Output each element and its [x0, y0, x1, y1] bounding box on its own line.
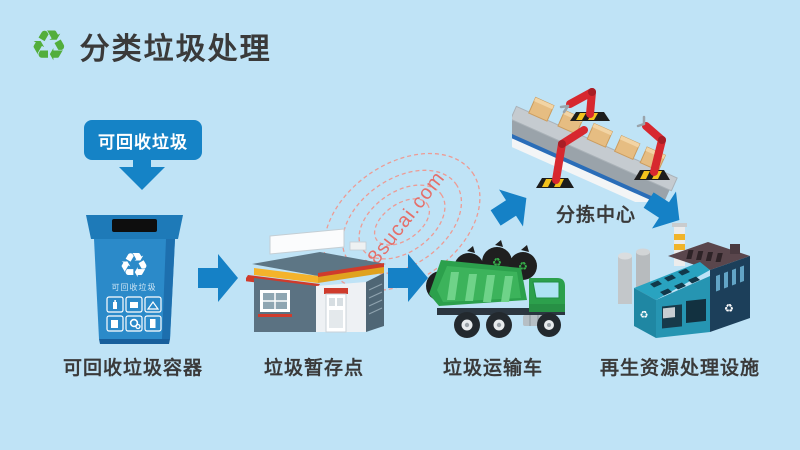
bin-material-icons [111, 300, 160, 330]
hanger-icon [146, 300, 160, 310]
arrow-down-icon [119, 158, 165, 190]
recyclable-tag: 可回收垃圾 [84, 120, 202, 160]
facility-recycle-icon: ♻ [724, 303, 734, 315]
svg-text:♻: ♻ [518, 261, 528, 273]
robot-arm [536, 126, 588, 188]
bottle-icon [113, 302, 117, 309]
arrow-down-right-icon [633, 179, 696, 241]
sorting-node-label: 分拣中心 [555, 205, 636, 226]
roof-vents [686, 250, 723, 262]
door-header [324, 288, 348, 294]
storage-building-illustration [246, 228, 386, 333]
side-wall-lines [368, 283, 383, 315]
chimney [672, 223, 687, 266]
gear-icon [129, 318, 139, 328]
robot-arm [559, 88, 610, 121]
header: ♻ 分类垃圾处理 [30, 24, 272, 68]
page-title: 分类垃圾处理 [79, 33, 272, 66]
roof-skylights [650, 268, 700, 296]
svg-text:♻: ♻ [492, 257, 502, 269]
facility-doors [662, 298, 706, 329]
recycle-logo-icon: ♻ [30, 22, 68, 69]
facility-node-label: 再生资源处理设施 [599, 358, 760, 379]
watermark: 88sucai.com [312, 150, 492, 295]
truck-node-label: 垃圾运输车 [442, 358, 543, 379]
windshield [532, 281, 560, 299]
recyclable-tag-label: 可回收垃圾 [98, 132, 188, 152]
facility-recycle-icon: ♻ [640, 310, 649, 321]
sorting-center-illustration [512, 88, 678, 202]
arrow-up-right-icon [480, 177, 543, 239]
storage-node-label: 垃圾暂存点 [263, 358, 364, 379]
recycling-facility-illustration: ♻ ♻ [618, 223, 750, 338]
bed-slats [447, 272, 513, 302]
truck-wheels [454, 312, 561, 338]
paper-icon [111, 320, 118, 328]
bin-front-label: 可回收垃圾 [112, 282, 157, 292]
bin-node-label: 可回收垃圾容器 [62, 358, 203, 379]
robot-arm [634, 115, 670, 180]
arrow-right-icon [198, 254, 238, 302]
bin-slot [112, 219, 157, 232]
arrow-right-icon [388, 254, 428, 302]
tower-windows [716, 265, 744, 292]
bin-material-grid [106, 296, 162, 332]
box-icon [130, 302, 138, 308]
bin-recycle-icon: ♻ [119, 247, 149, 285]
conveyor-belt [512, 96, 678, 202]
garbage-truck-illustration: ♻ ♻ ♻ ♻ [426, 240, 565, 338]
watermark-rings: 88sucai.com [323, 152, 481, 292]
roof-sign [269, 228, 345, 255]
can-icon [150, 319, 156, 328]
roof-vent [349, 241, 367, 251]
recycle-bin-illustration: ♻ 可回收垃圾 [86, 215, 183, 344]
